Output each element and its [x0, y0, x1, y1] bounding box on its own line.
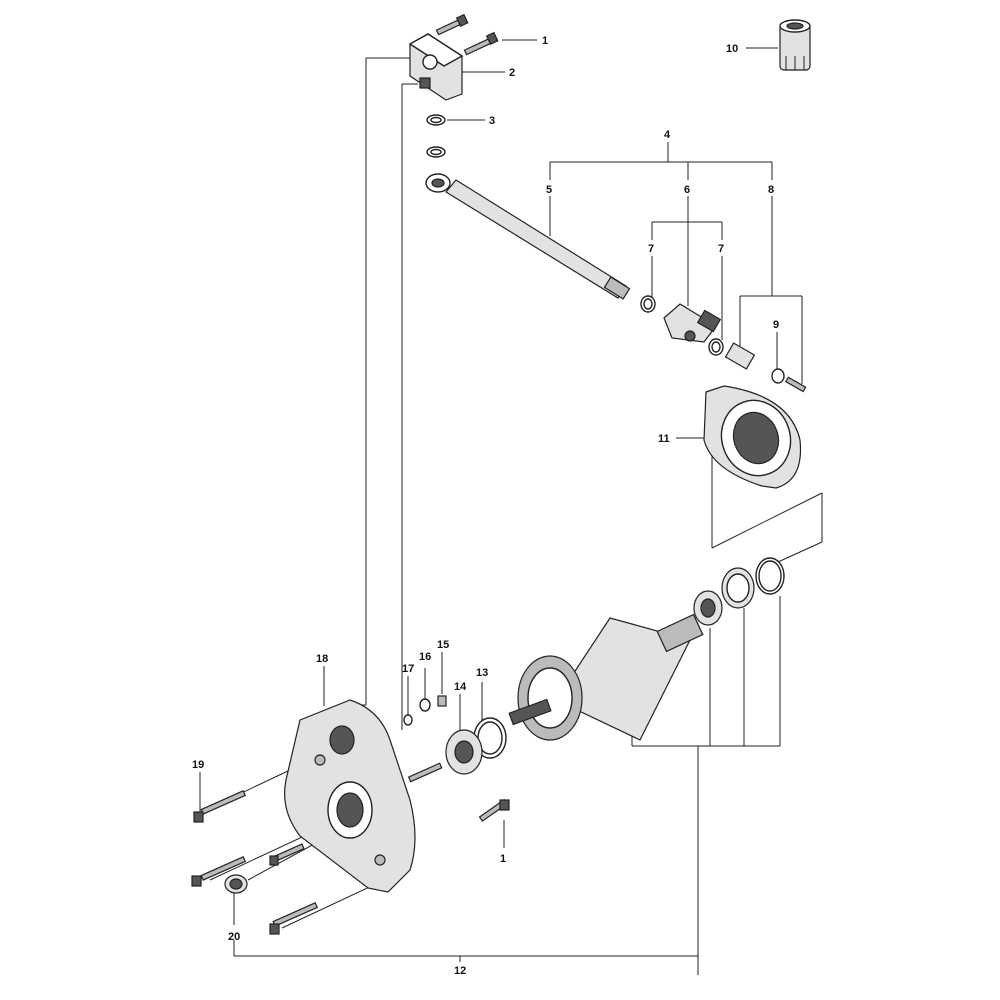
callout-20: 20 — [228, 931, 240, 943]
fitting-part-9 — [724, 342, 807, 393]
callout-10: 10 — [726, 43, 738, 55]
bolt-part-19-d — [269, 843, 305, 866]
bolt-part-19-c — [269, 902, 319, 935]
callout-18: 18 — [316, 653, 328, 665]
bolt-part-19-a — [193, 790, 247, 823]
callout-14: 14 — [454, 681, 467, 693]
callout-7-right: 7 — [718, 243, 724, 255]
callout-9: 9 — [773, 319, 779, 331]
callout-6: 6 — [684, 184, 690, 196]
callout-1-bottom: 1 — [500, 853, 506, 865]
screw-part-1-bottom — [478, 798, 510, 822]
callout-4: 4 — [664, 129, 671, 141]
o-ring-part-7-right — [708, 338, 724, 356]
gear-housing-part-18 — [284, 699, 416, 893]
callout-12: 12 — [454, 965, 466, 977]
callout-19: 19 — [192, 759, 204, 771]
callout-7-left: 7 — [648, 243, 654, 255]
valve-part-6 — [663, 303, 722, 343]
tube-part-5 — [425, 173, 631, 300]
knob-part-10 — [779, 19, 811, 71]
callout-5: 5 — [546, 184, 552, 196]
clamp-block-part-2 — [408, 33, 464, 101]
bearing-part-14 — [445, 729, 483, 775]
callout-17: 17 — [402, 663, 414, 675]
plug-part-20 — [224, 874, 248, 894]
flange-part-11 — [703, 385, 802, 489]
washer-part-17 — [403, 714, 413, 726]
leader-lines — [199, 39, 823, 975]
callout-3: 3 — [489, 115, 495, 127]
callout-2: 2 — [509, 67, 515, 79]
ring-armature-top — [755, 557, 785, 595]
callout-13: 13 — [476, 667, 488, 679]
o-ring-part-3 — [426, 114, 446, 158]
bolt-part-19-b — [191, 856, 247, 887]
washer-part-16 — [419, 698, 431, 712]
screw-part-15 — [437, 695, 447, 707]
callout-1-top: 1 — [542, 35, 548, 47]
callout-16: 16 — [419, 651, 431, 663]
bolt-part-19-e — [407, 762, 443, 783]
callout-8: 8 — [768, 184, 774, 196]
callout-labels: 1 2 3 4 5 6 7 7 8 9 10 11 12 13 14 15 16… — [192, 35, 779, 977]
screw-part-1-top-a — [435, 13, 469, 36]
callout-15: 15 — [437, 639, 449, 651]
screw-part-1-top-b — [463, 31, 499, 56]
bearing-armature-top — [693, 590, 723, 626]
callout-11: 11 — [658, 433, 670, 445]
o-ring-part-7-left — [640, 295, 656, 313]
sleeve-armature-top — [721, 567, 755, 609]
armature-rotor — [508, 613, 704, 741]
